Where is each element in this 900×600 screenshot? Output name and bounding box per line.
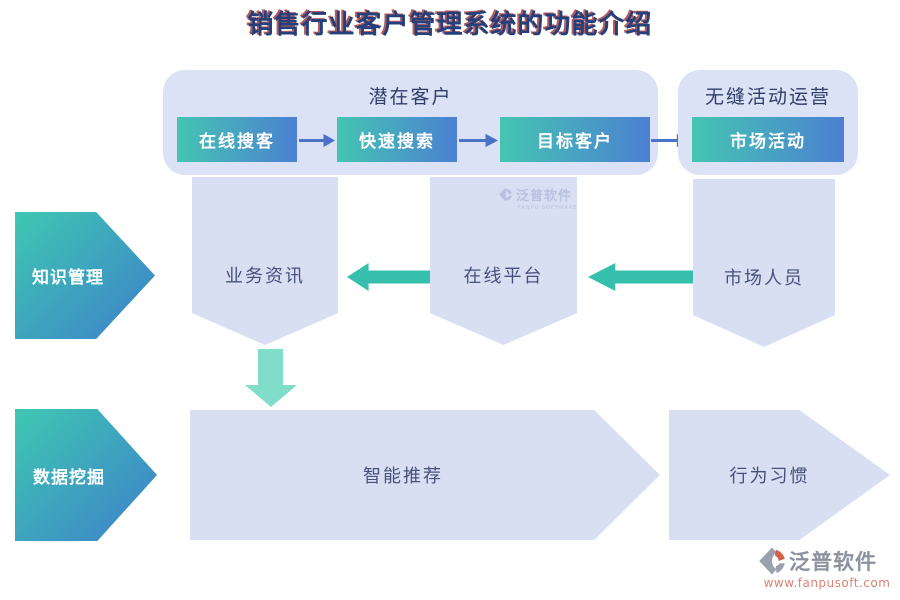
- potential-customers-label: 潜在客户: [368, 86, 453, 108]
- campaign-button: 市场活动: [692, 117, 844, 162]
- data-mining-label: 数据挖掘: [33, 467, 105, 488]
- watermark-brand: 泛普软件: [516, 189, 573, 204]
- business-info-flag: 业务资讯: [192, 177, 338, 345]
- behavior-habits-label: 行为习惯: [729, 466, 810, 487]
- behavior-habits-arrow: 行为习惯: [669, 410, 890, 540]
- market-staff-label: 市场人员: [724, 268, 804, 289]
- arrow-left-icon: [347, 263, 430, 291]
- market-staff-flag: 市场人员: [693, 179, 835, 347]
- arrow-left-icon: [588, 263, 693, 291]
- knowledge-management-label: 知识管理: [32, 268, 104, 288]
- data-mining-pentagon: 数据挖掘: [15, 409, 157, 541]
- arrow-down-icon: [245, 349, 297, 407]
- online-platform-flag: 在线平台: [430, 177, 577, 345]
- campaign-panel: 无缝活动运营 市场活动: [678, 70, 858, 175]
- campaign-label: 无缝活动运营: [704, 86, 831, 108]
- fanpu-logo-icon: [759, 547, 785, 575]
- smart-recommendation-label: 智能推荐: [363, 466, 443, 487]
- step-online-search: 在线搜客: [177, 117, 297, 162]
- watermark-center: 泛普软件 FANPU SOFTWARE: [498, 185, 598, 211]
- business-info-label: 业务资讯: [225, 266, 305, 287]
- step-target-customer: 目标客户: [500, 117, 650, 162]
- knowledge-management-pentagon: 知识管理: [15, 212, 155, 339]
- watermark-url: www.fanpusoft.com: [763, 576, 891, 590]
- watermark-bottom-right: 泛普软件 www.fanpusoft.com: [757, 546, 897, 590]
- step-quick-search: 快速搜索: [337, 117, 457, 162]
- online-platform-label: 在线平台: [463, 266, 544, 287]
- watermark-brand-sub: FANPU SOFTWARE: [518, 205, 578, 211]
- potential-customers-panel: 潜在客户 在线搜客 快速搜索 目标客户: [163, 70, 658, 175]
- watermark-brand: 泛普软件: [789, 550, 877, 574]
- fanpu-logo-icon: [499, 187, 512, 202]
- smart-recommendation-arrow: 智能推荐: [190, 410, 660, 540]
- page-title: 销售行业客户管理系统的功能介绍: [247, 10, 653, 40]
